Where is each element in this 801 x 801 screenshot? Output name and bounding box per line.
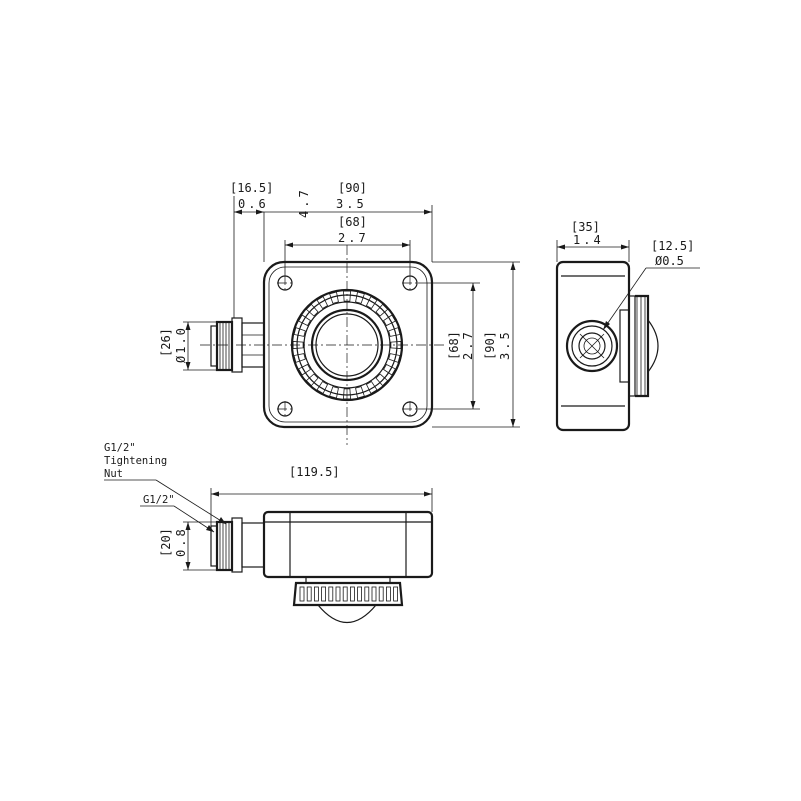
dim-dia-in: Ø0.5 bbox=[655, 254, 684, 268]
top-view: [16.5] 0.6 4.7 [90] 3.5 [68] 2.7 [26] Ø1… bbox=[159, 181, 520, 445]
conduit-fitting-top bbox=[210, 317, 265, 373]
note-nut-line1: G1/2" bbox=[104, 442, 136, 454]
dim-height-mm: [90] bbox=[483, 331, 497, 360]
dim-height-in: 3.5 bbox=[498, 329, 512, 360]
dim-total-mm: [119.5] bbox=[289, 465, 340, 479]
dim-fitting-mm: [26] bbox=[159, 328, 173, 357]
note-nut-line3: Nut bbox=[104, 468, 123, 480]
dim-fitting-in: Ø1.0 bbox=[174, 326, 188, 363]
dim-width-mm: [90] bbox=[338, 181, 367, 195]
dim-holes-mm: [68] bbox=[338, 215, 367, 229]
conduit-fitting-front bbox=[210, 517, 265, 573]
dim-dia-mm: [12.5] bbox=[651, 239, 694, 253]
dim-thread-in: 0.8 bbox=[174, 526, 188, 557]
dim-hole-v-in: 2.7 bbox=[461, 329, 475, 360]
dim-hole-v-mm: [68] bbox=[447, 331, 461, 360]
dim-overall-in: 4.7 bbox=[297, 187, 311, 218]
note-nut-line2: Tightening bbox=[104, 455, 167, 467]
dim-depth-in: 1.4 bbox=[573, 233, 604, 247]
dim-width-in: 3.5 bbox=[336, 197, 367, 211]
front-view: [119.5] [20] 0.8 G1/2" Tightening Nut G1… bbox=[104, 442, 434, 623]
dim-offset-in: 0.6 bbox=[238, 197, 269, 211]
dim-depth-mm: [35] bbox=[571, 220, 600, 234]
dim-holes-in: 2.7 bbox=[338, 231, 369, 245]
dim-thread-mm: [20] bbox=[159, 528, 173, 557]
dim-offset-mm: [16.5] bbox=[230, 181, 273, 195]
fitting-end-view bbox=[565, 319, 619, 373]
side-view: [12.5] Ø0.5 [35] 1.4 bbox=[555, 220, 700, 432]
note-thread: G1/2" bbox=[143, 494, 175, 506]
front-view-sensor bbox=[292, 576, 404, 623]
